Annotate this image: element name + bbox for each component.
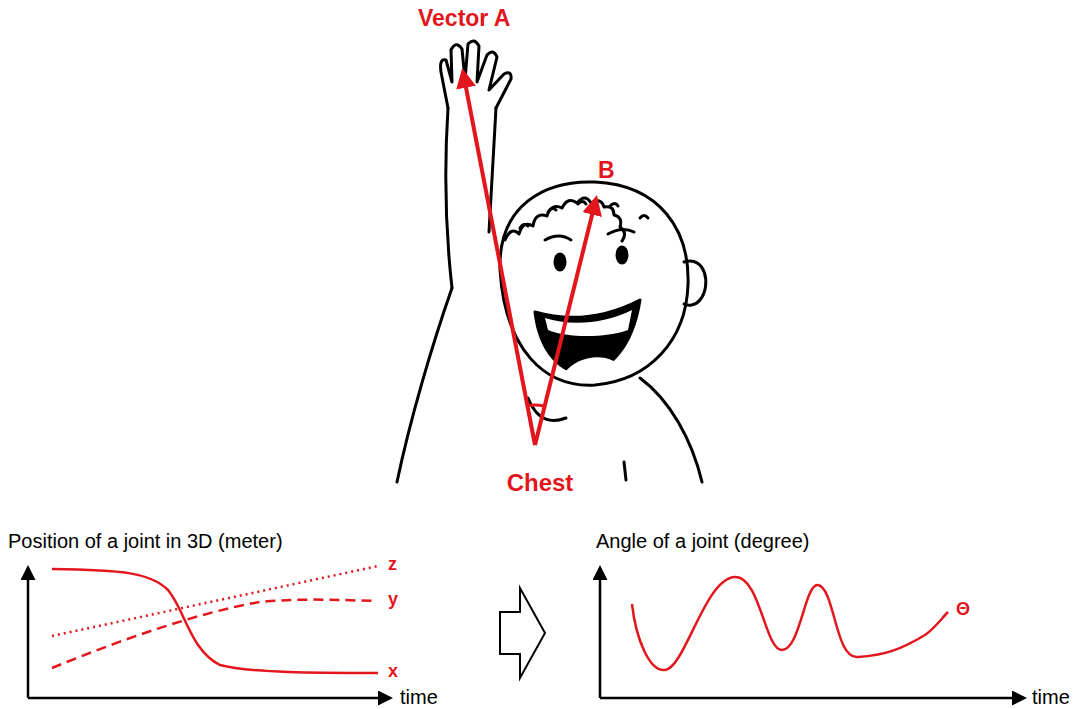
position-chart — [28, 566, 390, 698]
axis-label: time — [1032, 686, 1070, 708]
series-label: x — [388, 662, 398, 682]
series-label: z — [388, 555, 397, 575]
vector-arrows — [463, 72, 596, 445]
vector-label: Vector A — [418, 6, 510, 31]
angle-chart — [600, 568, 1024, 698]
axis-label: time — [400, 686, 438, 708]
vector-label: B — [598, 158, 615, 183]
boy-cartoon — [397, 41, 706, 482]
origin-label: Chest — [507, 470, 574, 496]
transform-arrow — [500, 588, 545, 678]
axis-title: Position of a joint in 3D (meter) — [8, 530, 283, 552]
series-label: y — [388, 590, 398, 610]
axis-title: Angle of a joint (degree) — [596, 530, 809, 552]
series-label: Θ — [956, 600, 970, 620]
